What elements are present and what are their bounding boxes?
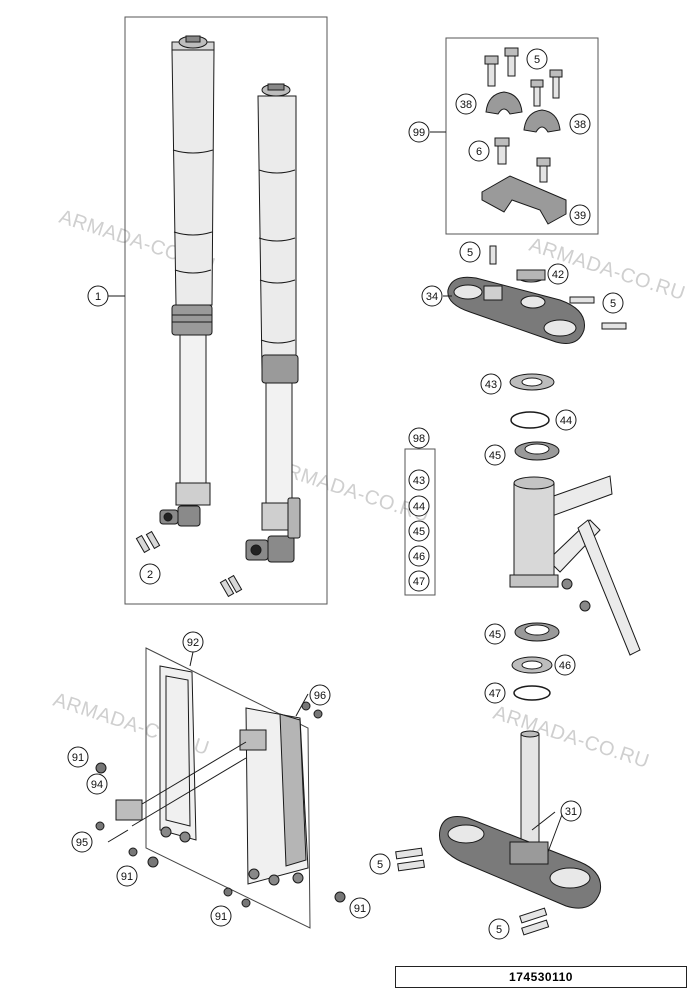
callout-43 [480, 373, 502, 395]
callout-label-1: 1 [95, 291, 101, 303]
callout-label-91c: 91 [215, 911, 227, 923]
callout-34 [421, 285, 443, 307]
part-number-box: 174530110 [395, 966, 687, 988]
callout-label-44: 44 [560, 415, 572, 427]
callout-99 [408, 121, 430, 143]
callout-label-92: 92 [187, 637, 199, 649]
handlebar-clamp-parts [481, 47, 567, 225]
callout-label-43: 43 [485, 379, 497, 391]
callout-91d [349, 897, 371, 919]
callout-label-5b: 5 [467, 247, 473, 259]
callout-label-45b: 45 [489, 629, 501, 641]
callout-95 [71, 831, 93, 853]
callout-kit-43 [408, 469, 430, 491]
callout-label-31: 31 [565, 806, 577, 818]
callout-label-45a: 45 [489, 450, 501, 462]
callout-label-kit-46: 46 [413, 551, 425, 563]
callout-kit-44 [408, 495, 430, 517]
callout-label-kit-47: 47 [413, 576, 425, 588]
callout-labels: 1 2 5 38 38 99 6 39 5 42 34 5 43 44 45 9… [72, 54, 616, 936]
callout-5a [526, 48, 548, 70]
callout-label-99: 99 [413, 127, 425, 139]
callout-label-5e: 5 [496, 924, 502, 936]
callout-31 [560, 800, 582, 822]
callout-42 [547, 263, 569, 285]
callout-92 [182, 631, 204, 653]
fork-assembly-frame [124, 16, 328, 605]
callout-label-kit-44: 44 [413, 501, 425, 513]
callout-label-91b: 91 [121, 871, 133, 883]
callout-39 [569, 204, 591, 226]
leader-lines [107, 131, 564, 853]
callout-label-39: 39 [574, 210, 586, 222]
callout-91b [116, 865, 138, 887]
callout-label-46: 46 [559, 660, 571, 672]
callout-38b [569, 113, 591, 135]
callout-38a [455, 93, 477, 115]
callouts [67, 48, 624, 940]
callout-98 [408, 427, 430, 449]
callout-label-5a: 5 [534, 54, 540, 66]
callout-label-5d: 5 [377, 859, 383, 871]
callout-5d [369, 853, 391, 875]
fork-guard-frame [145, 647, 311, 929]
callout-44 [555, 409, 577, 431]
callout-46 [554, 654, 576, 676]
fork-leg-left [159, 35, 215, 527]
callout-45b [484, 623, 506, 645]
callout-label-91a: 91 [72, 752, 84, 764]
callout-label-42: 42 [552, 269, 564, 281]
callout-2 [139, 563, 161, 585]
callout-label-91d: 91 [354, 903, 366, 915]
callout-label-6: 6 [476, 146, 482, 158]
bearing-kit-frame [404, 448, 436, 596]
handlebar-clamp-frame [445, 37, 599, 235]
callout-1 [87, 285, 109, 307]
callout-label-96: 96 [314, 690, 326, 702]
callout-label-47: 47 [489, 688, 501, 700]
callout-label-34: 34 [426, 291, 438, 303]
frame-head-tube [509, 475, 641, 656]
watermark-5: ARMADA-CO.RU [490, 702, 652, 773]
bearing-stack-upper [509, 373, 560, 461]
callout-47 [484, 682, 506, 704]
upper-triple-clamp [447, 245, 627, 344]
callout-kit-46 [408, 545, 430, 567]
callout-label-98: 98 [413, 433, 425, 445]
callout-94 [86, 773, 108, 795]
callout-label-kit-45: 45 [413, 526, 425, 538]
fork-guards [115, 665, 309, 886]
callout-96 [309, 684, 331, 706]
callout-91c [210, 905, 232, 927]
fork-leg-right [245, 83, 301, 563]
callout-5b [459, 241, 481, 263]
callout-5e [488, 918, 510, 940]
callout-label-kit-43: 43 [413, 475, 425, 487]
callout-6 [468, 140, 490, 162]
axle-clamp-screws [135, 530, 243, 598]
callout-kit-45 [408, 520, 430, 542]
callout-91a [67, 746, 89, 768]
callout-label-95: 95 [76, 837, 88, 849]
callout-label-94: 94 [91, 779, 103, 791]
callout-label-5c: 5 [610, 298, 616, 310]
callout-kit-47 [408, 570, 430, 592]
bearing-stack-lower [511, 622, 560, 701]
callout-5c [602, 292, 624, 314]
callout-label-38a: 38 [460, 99, 472, 111]
lower-triple-clamp [395, 730, 602, 936]
callout-45a [484, 444, 506, 466]
callout-label-2: 2 [147, 569, 153, 581]
callout-label-38b: 38 [574, 119, 586, 131]
